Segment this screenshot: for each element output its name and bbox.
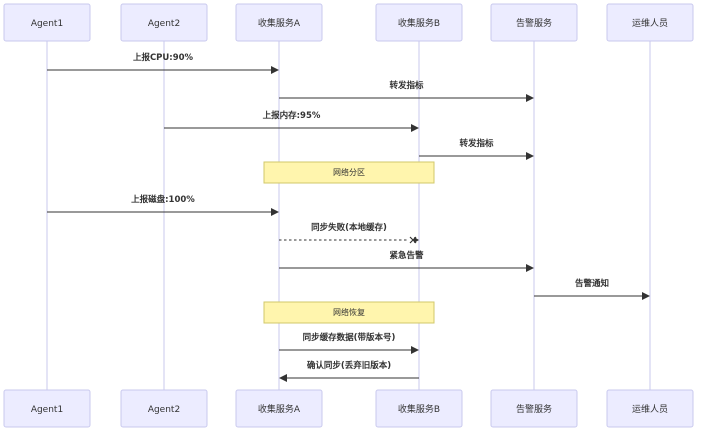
- participant-collectorB-bottom: 收集服务B: [375, 389, 463, 428]
- message: 同步失败(本地缓存): [279, 222, 419, 244]
- participant-collectorB-top: 收集服务B: [375, 3, 463, 42]
- note: 网络恢复: [263, 301, 435, 324]
- message-label: 同步失败(本地缓存): [311, 222, 387, 233]
- message: 上报磁盘:100%: [47, 194, 279, 216]
- message-label: 转发指标: [459, 138, 494, 149]
- participant-label: 收集服务B: [398, 403, 440, 415]
- participant-label: 收集服务B: [398, 17, 440, 29]
- participant-box: [235, 3, 323, 42]
- participant-label: 告警服务: [516, 17, 552, 29]
- participant-agent1-top: Agent1: [3, 3, 91, 42]
- participant-label: 告警服务: [516, 403, 552, 415]
- participant-agent2-bottom: Agent2: [120, 389, 208, 428]
- message-label: 确认同步(丢弃旧版本): [307, 360, 391, 371]
- participant-agent1-bottom: Agent1: [3, 389, 91, 428]
- message: 上报内存:95%: [164, 110, 419, 132]
- note-label: 网络分区: [333, 167, 365, 177]
- participant-label: Agent2: [148, 405, 180, 415]
- participant-agent2-top: Agent2: [120, 3, 208, 42]
- note-label: 网络恢复: [333, 307, 365, 317]
- participant-label: Agent1: [31, 19, 63, 29]
- participant-box: [120, 3, 208, 42]
- note: 网络分区: [263, 161, 435, 184]
- message: 确认同步(丢弃旧版本): [279, 360, 419, 382]
- message-label: 上报内存:95%: [263, 110, 321, 121]
- message: 告警通知: [534, 278, 650, 300]
- participant-box: [490, 389, 578, 428]
- message: 上报CPU:90%: [47, 52, 279, 74]
- participant-alerting-bottom: 告警服务: [490, 389, 578, 428]
- participant-ops-top: 运维人员: [606, 3, 694, 42]
- participant-label: Agent2: [148, 19, 180, 29]
- message: 同步缓存数据(带版本号): [279, 332, 419, 354]
- participant-box: [606, 3, 694, 42]
- message-label: 紧急告警: [389, 250, 424, 261]
- message-label: 告警通知: [575, 278, 609, 289]
- message-label: 同步缓存数据(带版本号): [303, 332, 396, 343]
- message-arrowhead: [414, 237, 419, 243]
- participant-box: [606, 389, 694, 428]
- participant-ops-bottom: 运维人员: [606, 389, 694, 428]
- participant-box: [490, 3, 578, 42]
- message-label: 上报磁盘:100%: [131, 194, 195, 205]
- participant-box: [375, 3, 463, 42]
- participant-collectorA-top: 收集服务A: [235, 3, 323, 42]
- participant-box: [235, 389, 323, 428]
- participant-label: 收集服务A: [258, 17, 301, 29]
- message: 转发指标: [279, 80, 534, 102]
- participant-label: 运维人员: [632, 403, 668, 415]
- message: 转发指标: [419, 138, 534, 160]
- note-box: [263, 301, 435, 324]
- participant-label: Agent1: [31, 405, 63, 415]
- participant-alerting-top: 告警服务: [490, 3, 578, 42]
- participant-box: [375, 389, 463, 428]
- participant-box: [3, 389, 91, 428]
- note-box: [263, 161, 435, 184]
- message: 紧急告警: [279, 250, 534, 272]
- participant-box: [3, 3, 91, 42]
- participant-collectorA-bottom: 收集服务A: [235, 389, 323, 428]
- message-label: 上报CPU:90%: [133, 52, 194, 63]
- participant-box: [120, 389, 208, 428]
- participant-label: 收集服务A: [258, 403, 301, 415]
- message-label: 转发指标: [389, 80, 424, 91]
- participant-label: 运维人员: [632, 17, 668, 29]
